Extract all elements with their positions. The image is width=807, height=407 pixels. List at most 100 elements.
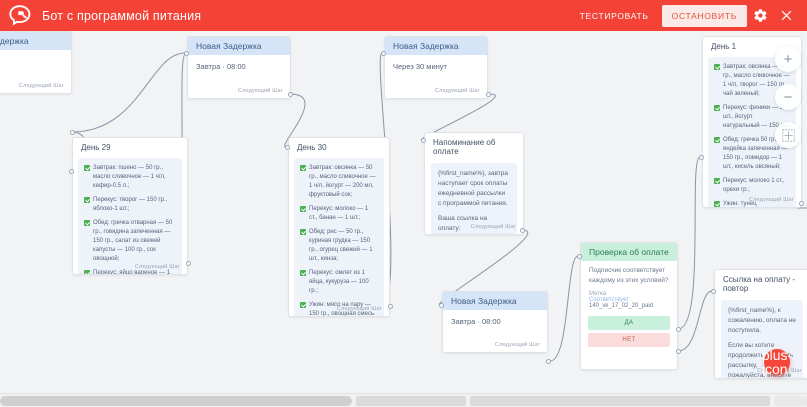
- zoom-out-button[interactable]: −: [775, 84, 801, 110]
- port-out[interactable]: [520, 228, 525, 233]
- condition-operator: Соответствует: [589, 296, 630, 303]
- node-title: Ссылка на оплату - повтор: [723, 275, 795, 293]
- next-step-label: Следующий Шаг: [18, 83, 64, 89]
- node-delay-2[interactable]: Новая Задержка Через 30 минут Следующий …: [384, 36, 488, 99]
- node-body: Завтра · 08:00: [188, 55, 290, 83]
- fit-to-screen-icon: [781, 128, 795, 142]
- fit-to-screen-button[interactable]: [775, 122, 801, 148]
- port-in[interactable]: [439, 303, 444, 308]
- zoom-in-label: +: [783, 50, 793, 68]
- condition-value: 140_vk_17_02_20_paid: [589, 302, 654, 309]
- port-out[interactable]: [186, 261, 191, 266]
- node-payment-reminder[interactable]: Напоминание об оплате {%first_name%}, за…: [424, 132, 524, 235]
- check-icon: [300, 270, 306, 276]
- add-node-button[interactable]: plus-icon: [761, 347, 793, 377]
- port-in[interactable]: [577, 254, 582, 259]
- port-out[interactable]: [799, 201, 804, 206]
- meal-text: Завтрак: пшено — 50 гр., масло сливочное…: [93, 165, 166, 189]
- meal-text: Ужин: тунец консервированный -150 гр., к…: [723, 201, 757, 207]
- list-item: Перекус: омлет из 1 яйца, кукуруза — 100…: [300, 269, 378, 296]
- settings-button[interactable]: [747, 0, 773, 31]
- list-item: Завтрак: пшено — 50 гр., масло сливочное…: [84, 164, 176, 191]
- next-step-label: Следующий Шаг: [237, 88, 283, 94]
- meal-text: Ужин: мясо на пару — 150 гр., овощная см…: [309, 302, 375, 317]
- close-button[interactable]: [773, 0, 799, 31]
- port-out[interactable]: [288, 92, 293, 97]
- delay-value: Завтра · 08:00: [451, 317, 501, 326]
- scrollbar-track-segment: [774, 396, 807, 406]
- port-in[interactable]: [699, 155, 704, 160]
- message-line: {%first_name%}, к сожалению, оплата не п…: [728, 307, 796, 335]
- node-title: Новая Задержка: [443, 292, 547, 310]
- port-out[interactable]: [486, 92, 491, 97]
- check-icon: [84, 165, 90, 171]
- meal-text: Перекус: творог — 150 гр., яблоко-1 шт.;: [93, 197, 168, 212]
- node-payment-check[interactable]: Проверка об оплате Подписчик соответству…: [580, 242, 678, 370]
- list-item: Ужин: мясо на пару — 150 гр., овощная см…: [300, 301, 378, 317]
- list-item: Перекус: финики — 5 шт., йогурт натураль…: [714, 104, 790, 131]
- stop-button[interactable]: Остановить: [661, 4, 747, 27]
- meal-text: Завтрак: овсянка — 50 гр., масло сливочн…: [723, 64, 790, 97]
- meal-text: Перекус: молоко — 1 ст., банан — 1 шт.;: [309, 206, 369, 221]
- scrollbar-thumb[interactable]: [0, 396, 352, 406]
- list-item: Перекус: яйцо вареное — 1 шт., зеленый г…: [84, 269, 176, 275]
- list-item: Перекус: творог — 150 гр., яблоко-1 шт.;: [84, 196, 176, 214]
- list-item: Перекус: молоко — 1 ст., банан — 1 шт.;: [300, 205, 378, 223]
- node-delay-clipped[interactable]: Новая Задержка Следующий Шаг: [0, 31, 72, 94]
- port-in[interactable]: [285, 145, 290, 150]
- message-line-with-attachment: Если вы хотите продолжить получать рассы…: [728, 342, 793, 379]
- list-item: Обед: гречка 50 гр., индейка запеченная …: [714, 136, 790, 172]
- condition-field-label: Метка: [589, 290, 607, 297]
- condition-no-button[interactable]: НЕТ: [588, 332, 670, 347]
- port-in[interactable]: [381, 51, 386, 56]
- plus-icon: plus-icon: [761, 347, 793, 377]
- message-line-with-attachment: Ваша ссылка на оплату: {%payment_4%}.: [438, 215, 488, 233]
- meal-text: Перекус: молоко 1 ст., орехи гр.;: [723, 178, 785, 193]
- message-body: {%first_name%}, завтра наступает срок оп…: [431, 163, 517, 234]
- node-delay-1[interactable]: Новая Задержка Завтра · 08:00 Следующий …: [187, 36, 291, 99]
- port-in[interactable]: [711, 289, 716, 294]
- port-out[interactable]: [546, 359, 551, 364]
- app-logo[interactable]: [0, 0, 40, 31]
- node-title: Новая Задержка: [0, 32, 71, 50]
- check-icon: [300, 206, 306, 212]
- port-out[interactable]: [388, 304, 393, 309]
- node-title: День 30: [297, 143, 327, 152]
- node-title: День 1: [711, 42, 737, 51]
- node-payment-repeat[interactable]: Ссылка на оплату - повтор {%first_name%}…: [714, 269, 807, 379]
- close-icon: [781, 10, 791, 21]
- flow-canvas[interactable]: Новая Задержка Следующий Шаг Новая Задер…: [0, 31, 807, 393]
- node-title: Новая Задержка: [188, 37, 290, 55]
- check-icon: [714, 137, 720, 143]
- delay-value: Через 30 минут: [393, 62, 447, 71]
- zoom-out-label: −: [783, 88, 793, 106]
- next-step-label: Следующий Шаг: [336, 306, 382, 312]
- message-line: {%first_name%}, завтра наступает срок оп…: [438, 170, 508, 208]
- next-step-label: Следующий Шаг: [134, 264, 180, 270]
- meal-text: Завтрак: овсянка — 50 гр., масло сливочн…: [309, 165, 376, 198]
- port-in[interactable]: [421, 138, 426, 143]
- node-day-29[interactable]: День 29 Завтрак: пшено — 50 гр., масло с…: [72, 137, 188, 275]
- node-delay-3[interactable]: Новая Задержка Завтра · 08:00 Следующий …: [442, 291, 548, 353]
- port-out[interactable]: [70, 130, 75, 135]
- port-out-yes[interactable]: [676, 327, 681, 332]
- meal-text: Обед: гречка 50 гр., индейка запеченная …: [723, 137, 788, 170]
- delay-value: Завтра · 08:00: [196, 62, 246, 71]
- node-body: Завтра · 08:00: [443, 310, 547, 338]
- header-actions: Тестировать Остановить: [571, 0, 807, 31]
- next-step-label: Следующий Шаг: [494, 342, 540, 348]
- meal-text: Перекус: яйцо вареное — 1 шт., зеленый г…: [93, 270, 171, 275]
- zoom-in-button[interactable]: +: [775, 46, 801, 72]
- test-button[interactable]: Тестировать: [579, 10, 649, 21]
- chat-bubble-logo-icon: [9, 5, 31, 26]
- node-day-30[interactable]: День 30 Завтрак: овсянка — 50 гр., масло…: [288, 137, 390, 317]
- port-in[interactable]: [69, 169, 74, 174]
- condition-yes-button[interactable]: ДА: [588, 315, 670, 330]
- list-item: Завтрак: овсянка — 50 гр., масло сливочн…: [714, 63, 790, 99]
- horizontal-scrollbar[interactable]: [0, 393, 807, 407]
- port-out-no[interactable]: [676, 349, 681, 354]
- check-icon: [714, 178, 720, 184]
- meal-text: Перекус: омлет из 1 яйца, кукуруза — 100…: [309, 270, 369, 294]
- port-in[interactable]: [184, 51, 189, 56]
- condition-question: Подписчик соответствует каждому из этих …: [589, 267, 669, 284]
